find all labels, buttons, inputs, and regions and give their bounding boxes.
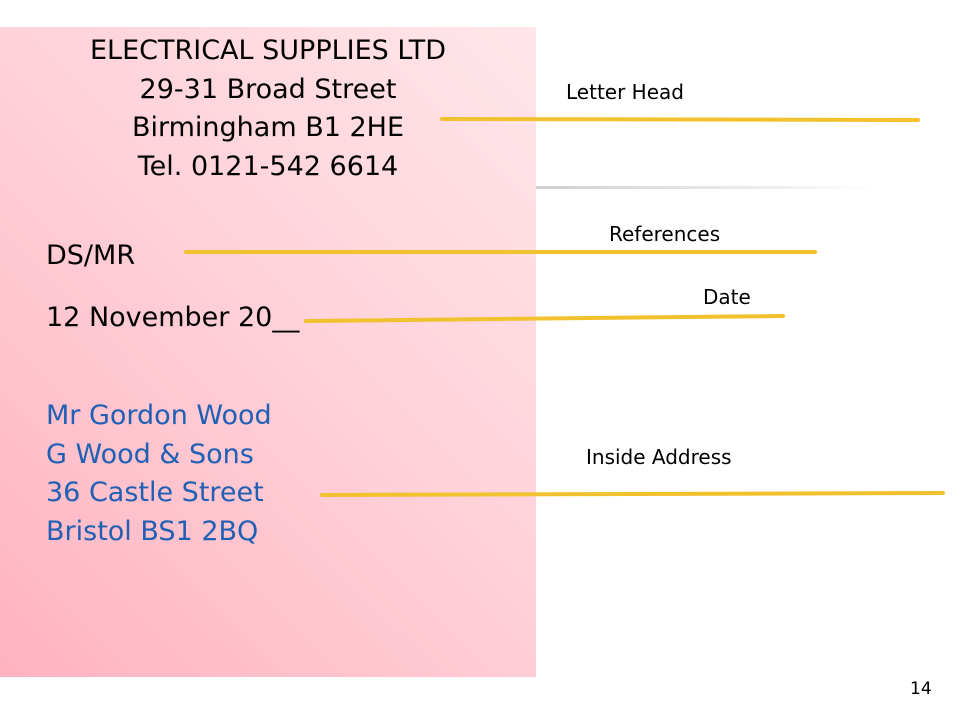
letter-panel: [0, 27, 536, 677]
recipient-street: 36 Castle Street: [46, 477, 264, 508]
label-date: Date: [703, 285, 751, 309]
company-street: 29-31 Broad Street: [139, 73, 397, 105]
divider-line: [536, 186, 876, 189]
page-number: 14: [910, 679, 932, 699]
recipient-company: G Wood & Sons: [46, 438, 254, 470]
recipient-city: Bristol BS1 2BQ: [46, 515, 259, 547]
connector-inside-address: [320, 491, 945, 497]
connector-letter-head: [440, 117, 920, 122]
label-references: References: [609, 222, 721, 246]
inside-address-block: Mr Gordon Wood G Wood & Sons 36 Castle S…: [46, 397, 272, 551]
company-city: Birmingham B1 2HE: [131, 112, 405, 143]
reference-text: DS/MR: [46, 240, 136, 271]
recipient-name: Mr Gordon Wood: [46, 400, 272, 431]
connector-date: [304, 314, 785, 323]
label-inside-address: Inside Address: [586, 445, 732, 469]
company-phone: Tel. 0121-542 6614: [137, 150, 399, 182]
letter-head-block: ELECTRICAL SUPPLIES LTD 29-31 Broad Stre…: [0, 32, 536, 186]
label-letter-head: Letter Head: [566, 80, 684, 104]
company-name: ELECTRICAL SUPPLIES LTD: [89, 35, 447, 66]
date-text: 12 November 20__: [46, 302, 300, 333]
